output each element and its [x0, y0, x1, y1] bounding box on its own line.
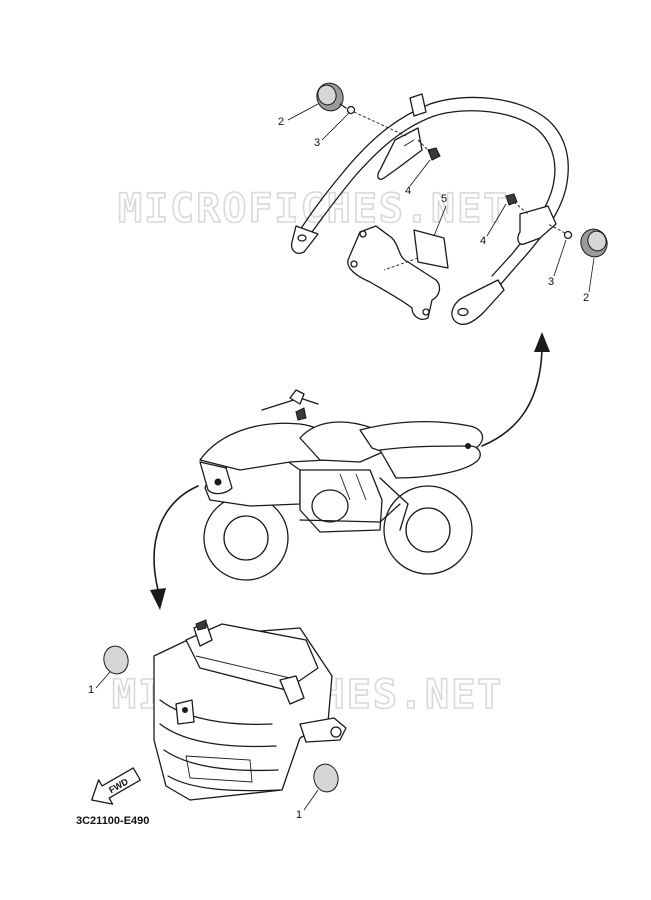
- callout-2-left: 2: [278, 116, 284, 128]
- grab-bar-tube-outer: [299, 96, 569, 286]
- top-panel-crease: [195, 655, 291, 679]
- reflector-left-stud: [339, 103, 347, 109]
- left-reflector-bracket: [377, 127, 423, 180]
- grab-bar-left-foot-hole: [297, 234, 307, 242]
- rear-wheel-hub: [405, 507, 451, 553]
- leader-1-right: [303, 789, 319, 811]
- plate-bracket-hole-3: [422, 308, 430, 316]
- grille-opening: [185, 755, 253, 783]
- reflector-right-dashed-line: [547, 223, 566, 234]
- front-wheel-hub: [223, 515, 269, 561]
- leader-3-left: [321, 112, 350, 141]
- caution-label-plate: [413, 229, 449, 269]
- plate-bracket-hole-2: [350, 260, 358, 268]
- callout-5: 5: [441, 193, 447, 205]
- clip-front-hole: [182, 707, 188, 713]
- engine-cover: [311, 489, 349, 523]
- rear-fender: [379, 445, 481, 479]
- rear-frame: [379, 477, 409, 531]
- grille-line-1: [159, 699, 273, 725]
- leader-2-left: [287, 103, 319, 121]
- nut-left-dashed-line: [417, 139, 431, 153]
- frame-lower: [299, 503, 401, 523]
- clip-left-head: [195, 619, 207, 631]
- leader-1-left: [95, 671, 111, 689]
- engine-fins: [339, 473, 367, 501]
- forward-direction-arrow: FWD: [91, 767, 141, 805]
- diagram-code: 3C21100-E490: [76, 815, 149, 827]
- leader-4-right: [486, 203, 507, 237]
- leader-2-right: [588, 257, 595, 293]
- watermark-top: MICROFICHES.NET: [118, 186, 509, 232]
- rear-reflector-dot: [465, 443, 471, 449]
- washer-left: [346, 105, 356, 115]
- front-fender-assembly: [103, 619, 347, 801]
- callout-2-right: 2: [583, 292, 589, 304]
- leader-4-left: [409, 159, 431, 187]
- rear-wheel: [383, 485, 473, 575]
- nut-left: [427, 147, 441, 161]
- bar-top-tab: [409, 93, 427, 117]
- leader-5: [433, 205, 447, 237]
- reflector-front-right: [313, 763, 339, 793]
- callout-3-right: 3: [548, 276, 554, 288]
- bracket-slot: [403, 139, 415, 147]
- license-plate-bracket: [347, 225, 441, 320]
- side-mount-hole: [330, 726, 342, 738]
- side-mount-arm: [299, 717, 347, 743]
- reflector-front-left: [103, 645, 129, 675]
- washer-right: [563, 230, 573, 240]
- top-callouts: 2 3 4 5 4 3 2: [278, 103, 595, 304]
- grille-line-4: [167, 775, 281, 792]
- grille-line-3: [163, 749, 279, 772]
- steering-head: [295, 407, 307, 421]
- reflector-left-dashed-line: [353, 111, 407, 137]
- atv-vehicle: [199, 389, 484, 581]
- grille-line-2: [159, 723, 277, 748]
- front-top-panel: [185, 623, 319, 691]
- callout-1-right: 1: [296, 809, 302, 821]
- front-bumper: [199, 461, 233, 495]
- callout-1-left: 1: [88, 684, 94, 696]
- reflector-left-top-face: [317, 84, 337, 106]
- front-reflector-dot: [214, 478, 222, 486]
- grab-bar-tube-inner: [311, 110, 556, 277]
- rear-grab-bar-assembly: [290, 82, 608, 326]
- label-placement-dashed-line: [383, 257, 419, 271]
- arrow-to-rear-assembly: [481, 332, 550, 447]
- fwd-arrow-shape: [91, 767, 141, 805]
- grab-bar-right-foot: [451, 279, 505, 326]
- grab-bar-right-foot-hole: [457, 307, 469, 317]
- nut-right-dashed-line: [513, 201, 529, 215]
- right-reflector-bracket: [517, 205, 557, 245]
- handlebar: [261, 397, 319, 411]
- arrow-to-front-assembly: [150, 485, 199, 610]
- reflector-right-top-face: [587, 230, 607, 252]
- plate-bracket-hole-1: [359, 230, 367, 238]
- bottom-callouts: 1 1: [88, 671, 319, 821]
- callout-4-right: 4: [480, 235, 486, 247]
- clip-right: [279, 675, 305, 705]
- front-wheel: [203, 495, 289, 581]
- callout-3-left: 3: [314, 137, 320, 149]
- callout-4-left: 4: [405, 185, 411, 197]
- leader-3-right: [553, 239, 567, 277]
- handlebar-clamp: [289, 389, 305, 405]
